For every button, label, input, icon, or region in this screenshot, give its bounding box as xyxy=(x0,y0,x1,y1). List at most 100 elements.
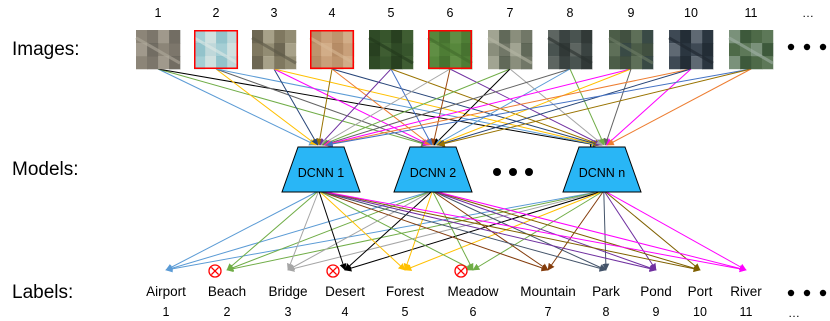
model-label: DCNN n xyxy=(579,166,626,180)
image-index: 6 xyxy=(447,6,454,20)
image-highlight-outline xyxy=(428,30,472,69)
image-index: 8 xyxy=(567,6,574,20)
edge-model-1-label-8 xyxy=(322,191,607,272)
image-texture-patch xyxy=(680,30,692,44)
image-texture-patch xyxy=(702,43,714,57)
image-texture-patch xyxy=(620,43,632,57)
edge-model-1-label-1 xyxy=(165,191,317,271)
image-texture-patch xyxy=(391,30,403,44)
image-texture-patch xyxy=(510,43,522,57)
model-trapezoid xyxy=(393,146,473,193)
label-name: River xyxy=(730,284,762,299)
image-thumbnail-1: 1 xyxy=(135,6,181,70)
edge-model-3-label-1 xyxy=(165,191,598,273)
models-row-label: Models: xyxy=(12,159,79,180)
image-texture-patch xyxy=(740,56,752,70)
edge-image-5-model-2 xyxy=(390,68,433,146)
image-texture-patch xyxy=(227,43,239,57)
image-texture-patch xyxy=(631,56,643,70)
edge-image-8-model-2 xyxy=(434,68,571,146)
image-texture-patch xyxy=(450,56,462,70)
images-row-label: Images: xyxy=(12,39,80,60)
image-texture-patch xyxy=(548,56,560,70)
image-texture-patch xyxy=(369,56,381,70)
image-texture-patch xyxy=(751,43,763,57)
image-texture-patch xyxy=(285,30,297,44)
image-highlight-outline xyxy=(310,30,354,69)
image-texture-patch xyxy=(285,56,297,70)
image-texture-patch xyxy=(147,56,159,70)
image-texture-patch xyxy=(274,56,286,70)
image-texture-patch xyxy=(169,43,181,57)
image-texture-patch xyxy=(510,30,522,44)
edge-image-2-model-2 xyxy=(215,68,430,147)
image-thumbnail-4: 4 xyxy=(309,6,355,70)
image-texture-patch xyxy=(620,30,632,44)
image-texture-patch xyxy=(499,56,511,70)
image-texture-patch xyxy=(488,56,500,70)
image-texture-patch xyxy=(642,30,654,44)
image-texture-patch xyxy=(380,30,392,44)
image-texture-patch xyxy=(216,43,228,57)
edge-model-1-label-6 xyxy=(320,191,474,271)
image-texture-patch xyxy=(691,56,703,70)
image-texture-patch xyxy=(147,43,159,57)
label-row: Airport1Beach2Bridge3Desert4Forest5Meado… xyxy=(146,264,762,319)
image-texture-patch xyxy=(729,43,741,57)
image-texture-patch xyxy=(391,56,403,70)
image-texture-stroke xyxy=(427,36,473,65)
image-texture-patch xyxy=(702,30,714,44)
image-texture-patch xyxy=(402,43,414,57)
image-texture-stroke xyxy=(608,36,654,65)
model-trapezoid xyxy=(562,146,642,193)
edge-image-7-model-3 xyxy=(509,68,604,146)
edge-image-5-model-3 xyxy=(390,68,602,147)
image-texture-patch xyxy=(691,43,703,57)
image-texture-patch xyxy=(762,30,774,44)
model-trapezoid xyxy=(281,146,361,193)
label-index: 3 xyxy=(285,305,292,319)
edge-image-2-model-3 xyxy=(215,68,599,148)
image-texture-patch xyxy=(488,30,500,44)
edge-image-3-model-1 xyxy=(273,68,319,146)
image-thumbnail-5: 5 xyxy=(368,6,414,70)
image-texture-patch xyxy=(274,43,286,57)
image-texture-patch xyxy=(391,43,403,57)
image-texture-patch xyxy=(136,30,148,44)
labels-continuation-dots xyxy=(787,289,827,297)
image-texture-patch xyxy=(227,56,239,70)
image-texture-patch xyxy=(263,43,275,57)
image-texture-patch xyxy=(252,56,264,70)
image-texture-stroke xyxy=(251,36,297,65)
reject-x-icon xyxy=(454,264,468,278)
image-texture-patch xyxy=(521,43,533,57)
model-node-3: DCNN n xyxy=(562,146,642,193)
label-name: Forest xyxy=(386,284,425,299)
image-texture-patch xyxy=(642,56,654,70)
image-texture-patch xyxy=(439,56,451,70)
label-name: Airport xyxy=(146,284,186,299)
image-texture-patch xyxy=(751,56,763,70)
image-texture-patch xyxy=(499,30,511,44)
image-texture-patch xyxy=(321,43,333,57)
image-texture-patch xyxy=(620,56,632,70)
image-texture-patch xyxy=(559,30,571,44)
image-texture-patch xyxy=(548,30,560,44)
image-thumbnail-6: 6 xyxy=(427,6,473,70)
image-index: 1 xyxy=(155,6,162,20)
edge-model-2-label-6 xyxy=(432,191,474,271)
image-texture-patch xyxy=(428,43,440,57)
edge-image-4-model-2 xyxy=(331,68,432,146)
edge-model-1-label-11 xyxy=(325,191,747,273)
image-index: 4 xyxy=(329,6,336,20)
models-continuation-dots xyxy=(493,168,533,176)
label-index: 8 xyxy=(603,305,610,319)
image-texture-patch xyxy=(158,43,170,57)
label-name: Pond xyxy=(640,284,672,299)
edge-model-1-label-9 xyxy=(323,191,657,272)
edge-image-8-model-3 xyxy=(569,68,605,146)
image-texture-patch xyxy=(521,30,533,44)
image-texture-stroke xyxy=(368,36,414,65)
